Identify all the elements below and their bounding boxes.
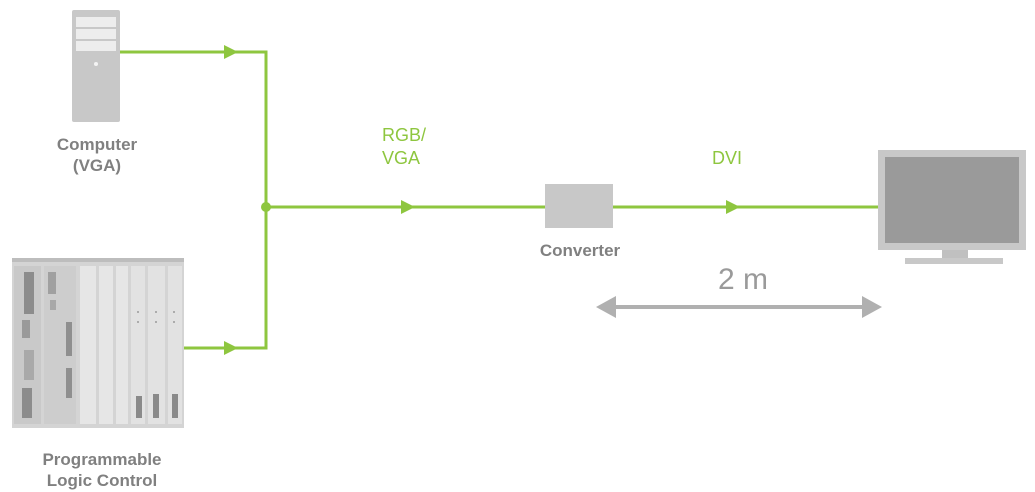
converter-label-text: Converter [539, 241, 621, 260]
plc-label: Programmable Logic Control [14, 449, 190, 491]
arrow-plc-icon [224, 341, 238, 355]
plc-label-line1: Programmable [42, 450, 162, 469]
distance-label: 2 m [718, 263, 769, 296]
computer-label: Computer (VGA) [28, 134, 166, 176]
rgb-vga-label-line2: VGA [382, 148, 421, 168]
junction-dot [261, 202, 271, 212]
arrow-dvi-icon [726, 200, 740, 214]
arrow-rgb-icon [401, 200, 415, 214]
plc-rack-icon [12, 258, 184, 428]
converter-label: Converter [514, 240, 646, 261]
signal-arrowheads [224, 45, 740, 355]
computer-tower-icon [72, 10, 120, 122]
distance-arrow-icon [596, 296, 882, 318]
converter-box-icon [545, 184, 613, 228]
computer-label-line2: (VGA) [72, 156, 122, 175]
plc-label-line2: Logic Control [46, 471, 158, 490]
rgb-vga-label: RGB/ VGA [382, 124, 426, 170]
arrow-computer-icon [224, 45, 238, 59]
rgb-vga-label-line1: RGB/ [382, 125, 427, 145]
dvi-label: DVI [712, 148, 743, 168]
signal-lines [120, 50, 880, 350]
computer-label-line1: Computer [56, 135, 138, 154]
monitor-icon [878, 150, 1026, 264]
